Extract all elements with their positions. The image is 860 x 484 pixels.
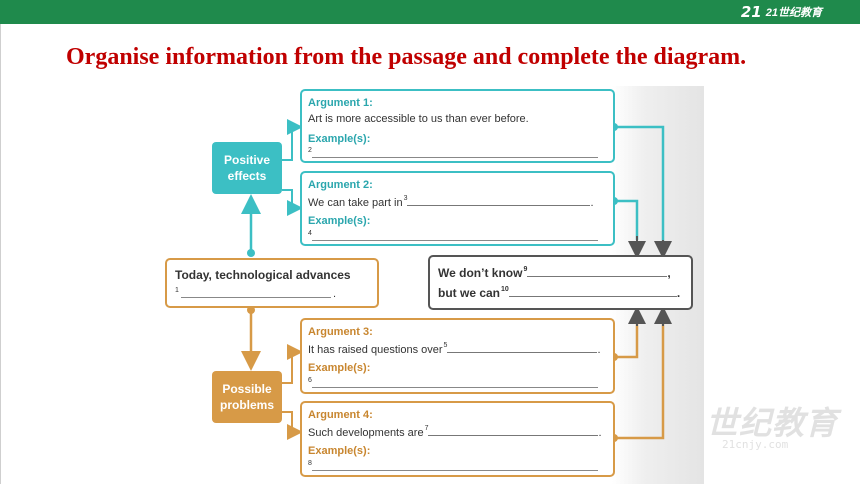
result-box: We don’t know9, but we can10. [428, 255, 693, 310]
logo-text: 21世纪教育 [765, 7, 822, 19]
argument-4-title: Argument 4: [308, 409, 373, 421]
center-box: Today, technological advances 1 . [165, 258, 379, 308]
watermark-sub: 21cnjy.com [722, 438, 789, 451]
brand-logo: 21 21世纪教育 [741, 2, 822, 22]
argument-3-text: It has raised questions over [308, 344, 443, 356]
arg2-to-result-line [614, 199, 639, 240]
argument-2-examples-label: Example(s): [308, 215, 371, 227]
blank-6-number: 6 [308, 377, 312, 384]
blank-10-number: 10 [501, 286, 509, 293]
blank-2-line[interactable] [312, 157, 598, 158]
blank-3-number: 3 [403, 195, 408, 202]
positive-to-arg1-arrow [282, 119, 303, 161]
argument-3-examples-label: Example(s): [308, 362, 371, 374]
arg3-to-result-line [614, 322, 639, 359]
argument-3-text-row: It has raised questions over5. [308, 342, 601, 356]
blank-8-number: 8 [308, 460, 312, 467]
argument-1-box: Argument 1: Art is more accessible to us… [300, 89, 615, 163]
watermark: 世纪教育 [706, 404, 839, 442]
blank-9-line[interactable] [527, 266, 668, 277]
center-orange-dot [247, 306, 255, 314]
blank-7-line[interactable] [428, 425, 599, 436]
top-bar: 21 21世纪教育 [0, 0, 860, 24]
possible-problems-label: Possible problems [212, 371, 282, 423]
blank-10-line[interactable] [508, 286, 677, 297]
arg1-to-result-line [614, 125, 665, 253]
positive-effects-label: Positive effects [212, 142, 282, 194]
argument-1-title: Argument 1: [308, 97, 373, 109]
argument-1-text: Art is more accessible to us than ever b… [308, 113, 529, 125]
argument-3-title: Argument 3: [308, 326, 373, 338]
argument-4-box: Argument 4: Such developments are7. Exam… [300, 401, 615, 477]
arg4-to-result-line [614, 322, 665, 440]
argument-4-text: Such developments are [308, 427, 424, 439]
argument-4-text-row: Such developments are7. [308, 425, 602, 439]
blank-5-number: 5 [443, 342, 448, 349]
positive-to-arg2-arrow [282, 189, 303, 216]
logo-mark: 21 [740, 3, 762, 21]
blank-8-line[interactable] [312, 470, 598, 471]
blank-1-line[interactable] [181, 297, 331, 298]
argument-2-text: We can take part in [308, 197, 403, 209]
center-teal-dot [247, 249, 255, 257]
center-text: Today, technological advances [175, 268, 351, 282]
problems-to-arg4-arrow [282, 411, 303, 440]
problems-to-arg3-arrow [282, 344, 303, 384]
argument-1-examples-label: Example(s): [308, 133, 371, 145]
blank-1-number: 1 [175, 287, 179, 294]
argument-4-examples-label: Example(s): [308, 445, 371, 457]
blank-2-number: 2 [308, 147, 312, 154]
blank-4-number: 4 [308, 230, 312, 237]
blank-4-line[interactable] [312, 240, 598, 241]
argument-3-box: Argument 3: It has raised questions over… [300, 318, 615, 394]
result-line-2: but we can10. [438, 286, 681, 300]
result-line-1: We don’t know9, [438, 266, 671, 280]
blank-5-line[interactable] [447, 342, 598, 353]
slide-left-border [0, 24, 1, 484]
argument-2-text-row: We can take part in3. [308, 195, 594, 209]
argument-2-title: Argument 2: [308, 179, 373, 191]
blank-3-line[interactable] [407, 195, 591, 206]
blank-7-number: 7 [424, 425, 429, 432]
blank-6-line[interactable] [312, 387, 598, 388]
argument-2-box: Argument 2: We can take part in3. Exampl… [300, 171, 615, 246]
instruction-title: Organise information from the passage an… [66, 44, 747, 70]
blank-9-number: 9 [523, 266, 528, 273]
